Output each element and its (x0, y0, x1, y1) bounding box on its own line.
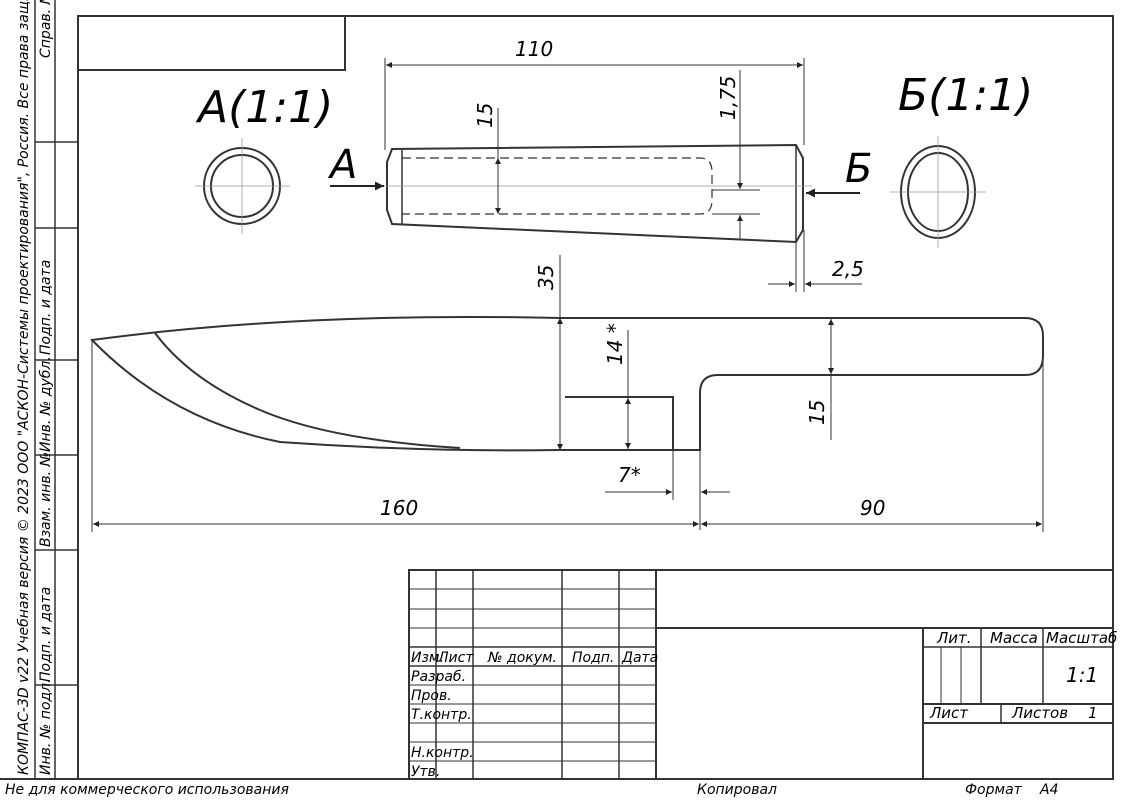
blade-dimensions: 35 14 * 15 7* 160 90 (91, 255, 1044, 532)
title-block: Изм. Лист № докум. Подп. Дата Разраб. Пр… (408, 569, 1117, 780)
section-arrows: А Б (327, 142, 872, 198)
tb-lit: Лит. (936, 629, 972, 647)
tb-utv: Утв. (411, 764, 440, 780)
view-b-title: Б(1:1) (898, 70, 1033, 121)
podp-data-label-bottom: Подп. и дата (38, 587, 54, 682)
view-a-title: А(1:1) (195, 82, 333, 133)
tb-list: Лист (437, 650, 474, 666)
arrow-a-label: А (327, 142, 357, 188)
tb-list-label: Лист (929, 704, 969, 722)
handle-drawing (380, 143, 812, 244)
view-b: Б(1:1) (890, 70, 1033, 248)
tb-listov-label: Листов (1011, 704, 1068, 722)
format-label: Формат (965, 782, 1023, 798)
dim-15-handle: 15 (473, 103, 497, 128)
dim-14: 14 * (603, 323, 627, 365)
dim-7: 7* (618, 463, 641, 487)
tb-scale-value: 1:1 (1066, 663, 1098, 687)
dim-15-blade: 15 (805, 400, 829, 425)
podp-data-label-top: Подп. и дата (38, 260, 54, 355)
dim-25: 2,5 (832, 257, 864, 281)
tb-massa: Масса (990, 629, 1038, 647)
sprav-no-label: Справ. № (38, 0, 54, 58)
footer: Не для коммерческого использования Копир… (5, 782, 1058, 798)
dim-160: 160 (380, 496, 418, 520)
tb-nkontr: Н.контр. (411, 745, 474, 761)
inv-dubl-label: Инв. № дубл. (38, 356, 54, 452)
dim-35: 35 (534, 265, 558, 290)
side-strip-labels: КОМПАС-3D v22 Учебная версия © 2023 ООО … (16, 0, 54, 775)
copied-label: Копировал (697, 782, 777, 798)
copyright-text: КОМПАС-3D v22 Учебная версия © 2023 ООО … (16, 0, 32, 775)
view-a: А(1:1) (195, 82, 333, 234)
tb-tkontr: Т.контр. (411, 707, 472, 723)
handle-dimensions: 110 15 1,75 2,5 (384, 37, 864, 292)
dim-110: 110 (515, 37, 553, 61)
dim-90: 90 (860, 496, 885, 520)
tb-doc-no: № докум. (487, 650, 557, 666)
blade-drawing (89, 315, 1044, 452)
inv-podl-label: Инв. № подл. (38, 678, 54, 775)
arrow-b-label: Б (845, 146, 872, 192)
tb-listov-value: 1 (1088, 704, 1098, 722)
non-commercial-text: Не для коммерческого использования (5, 782, 289, 798)
tb-razrab: Разраб. (411, 669, 466, 685)
format-value: A4 (1039, 782, 1058, 798)
tb-masshtab: Масштаб (1046, 629, 1117, 647)
tb-data: Дата (621, 650, 658, 666)
tb-podp: Подп. (572, 650, 614, 666)
dim-175: 1,75 (716, 75, 740, 120)
vzam-inv-label: Взам. инв. № (38, 452, 54, 547)
tb-prov: Пров. (411, 688, 452, 704)
tb-izm: Изм. (411, 650, 444, 666)
